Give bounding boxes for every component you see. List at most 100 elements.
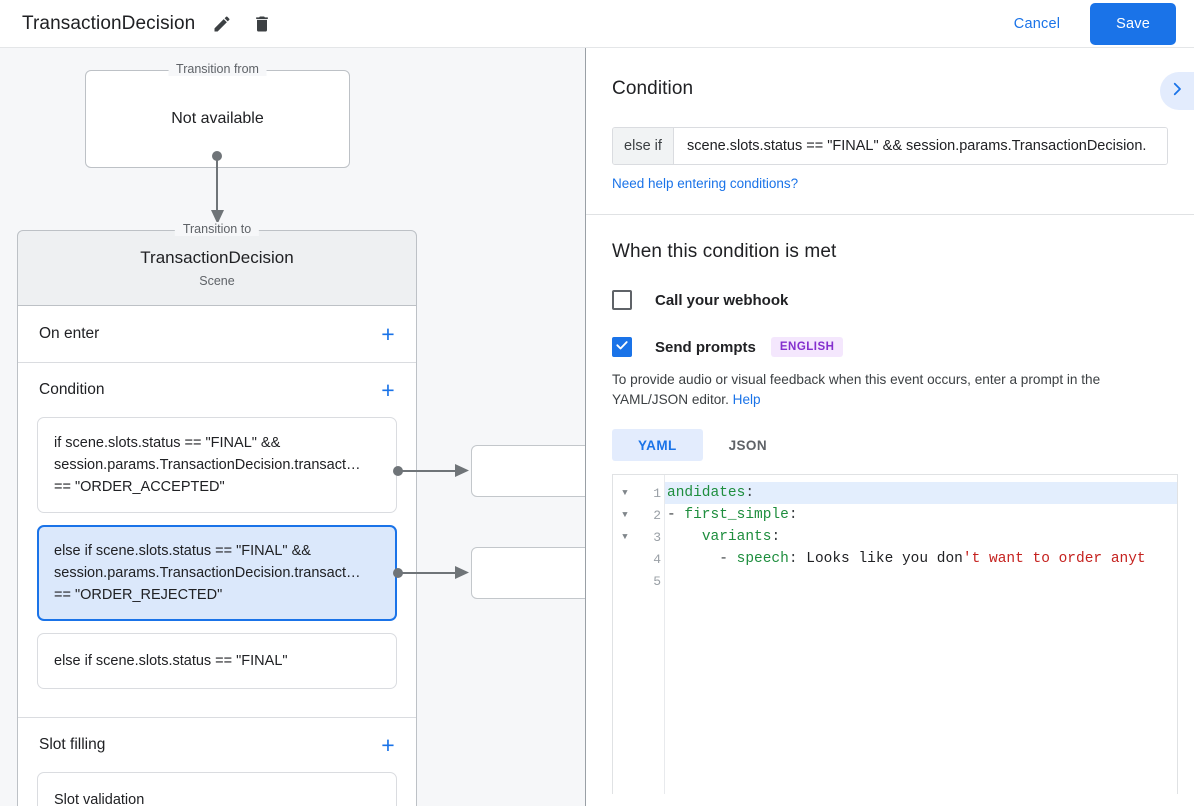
section-condition-title: Condition: [39, 381, 105, 398]
fold-arrow-icon[interactable]: ▼: [622, 488, 628, 498]
condition-details-panel: Condition else if Need help entering con…: [586, 48, 1194, 806]
editor-code-line[interactable]: [665, 570, 1177, 592]
code-token: andidates: [667, 485, 746, 501]
page-title: TransactionDecision: [22, 12, 196, 34]
code-token: :: [745, 485, 755, 501]
section-condition: Condition + if scene.slots.status == "FI…: [18, 363, 416, 718]
editor-code-line[interactable]: andidates:: [665, 482, 1177, 504]
editor-code-line[interactable]: variants:: [665, 526, 1177, 548]
add-slot-filling-button[interactable]: +: [381, 731, 395, 758]
panel-body: When this condition is met Call your web…: [586, 215, 1194, 794]
condition-card[interactable]: if scene.slots.status == "FINAL" && sess…: [37, 417, 397, 513]
editor-line-number-row: ▼1: [613, 482, 664, 504]
connector-line-condition-1: [398, 470, 460, 472]
transition-to-subtitle: Scene: [199, 274, 235, 288]
save-button[interactable]: Save: [1090, 2, 1176, 45]
editor-code-line[interactable]: - first_simple:: [665, 504, 1177, 526]
delete-button[interactable]: [249, 11, 275, 37]
call-webhook-label: Call your webhook: [655, 291, 789, 309]
panel-separator: [586, 214, 1194, 215]
editor-line-number-row: ▼3: [613, 526, 664, 548]
send-prompts-row[interactable]: Send prompts ENGLISH: [612, 337, 1168, 357]
section-on-enter-header: On enter +: [18, 306, 416, 362]
prompts-hint-text: To provide audio or visual feedback when…: [612, 372, 1101, 407]
tab-yaml[interactable]: YAML: [612, 429, 703, 461]
language-badge: ENGLISH: [770, 337, 844, 357]
code-token: -: [667, 551, 737, 567]
pencil-icon: [212, 14, 232, 34]
section-on-enter: On enter +: [18, 306, 416, 363]
editor-line-number: 2: [653, 507, 661, 523]
section-on-enter-title: On enter: [39, 325, 100, 342]
fold-arrow-icon[interactable]: ▼: [622, 532, 628, 542]
trash-icon: [252, 14, 272, 34]
checkmark-icon: [615, 338, 629, 357]
cancel-button[interactable]: Cancel: [1000, 8, 1074, 40]
section-condition-header: Condition +: [18, 363, 416, 417]
connector-line-condition-2: [398, 572, 460, 574]
section-slot-filling-header: Slot filling +: [18, 718, 416, 772]
condition-input-row[interactable]: else if: [612, 127, 1168, 165]
add-condition-button[interactable]: +: [381, 376, 395, 403]
editor-line-number-row: ▼2: [613, 504, 664, 526]
transition-to-title: TransactionDecision: [140, 248, 294, 267]
slot-validation-card[interactable]: Slot validation: [37, 772, 397, 806]
send-prompts-label: Send prompts: [655, 338, 756, 356]
code-token: :: [788, 551, 807, 567]
code-token: speech: [736, 551, 789, 567]
code-token: first_simple: [684, 507, 789, 523]
editor-line-number: 4: [653, 551, 661, 567]
condition-card[interactable]: else if scene.slots.status == "FINAL": [37, 633, 397, 689]
editor-code-area[interactable]: andidates:- first_simple: variants: - sp…: [665, 475, 1177, 794]
chevron-right-icon: [1168, 80, 1186, 103]
arrow-head-condition-1: [455, 464, 469, 477]
panel-heading: Condition: [612, 78, 694, 99]
transition-target-box[interactable]: [471, 445, 586, 497]
scene-graph-canvas[interactable]: Transition from Not available Transition…: [0, 48, 586, 806]
webhook-row[interactable]: Call your webhook: [612, 290, 1168, 310]
condition-card-selected[interactable]: else if scene.slots.status == "FINAL" &&…: [37, 525, 397, 621]
condition-prefix-label: else if: [613, 128, 674, 164]
transition-from-legend: Transition from: [168, 62, 267, 76]
code-token: -: [667, 507, 685, 523]
editor-code-line[interactable]: - speech: Looks like you don't want to o…: [665, 548, 1177, 570]
arrow-head-down: [211, 210, 224, 224]
condition-expression-input[interactable]: [674, 128, 1167, 164]
code-token: 't want to order anyt: [962, 551, 1146, 567]
collapse-panel-button[interactable]: [1160, 72, 1194, 110]
code-token: :: [771, 529, 781, 545]
transition-to-legend: Transition to: [174, 222, 260, 236]
add-on-enter-button[interactable]: +: [381, 320, 395, 347]
editor-line-number-row: 5: [613, 570, 664, 592]
section-slot-filling-title: Slot filling: [39, 736, 106, 753]
code-token: Looks like you don: [806, 551, 963, 567]
prompts-hint: To provide audio or visual feedback when…: [612, 370, 1168, 410]
editor-line-number: 1: [653, 485, 661, 501]
transition-from-value: Not available: [171, 110, 264, 127]
editor-line-number: 3: [653, 529, 661, 545]
condition-help-link[interactable]: Need help entering conditions?: [612, 176, 799, 191]
top-bar: TransactionDecision Cancel Save: [0, 0, 1194, 48]
transition-target-box[interactable]: [471, 547, 586, 599]
arrow-head-condition-2: [455, 566, 469, 579]
panel-header-area: Condition else if Need help entering con…: [586, 48, 1194, 215]
editor-line-number: 5: [653, 573, 661, 589]
call-webhook-checkbox[interactable]: [612, 290, 632, 310]
connector-line-down: [216, 156, 218, 218]
editor-format-tabs: YAML JSON: [612, 429, 1168, 461]
transition-to-node[interactable]: Transition to TransactionDecision Scene: [17, 222, 417, 306]
code-token: variants: [701, 529, 772, 545]
code-token: :: [788, 507, 798, 523]
send-prompts-checkbox[interactable]: [612, 337, 632, 357]
panel-divider: [585, 48, 586, 806]
fold-arrow-icon[interactable]: ▼: [622, 510, 628, 520]
tab-json[interactable]: JSON: [728, 437, 767, 453]
section-slot-filling: Slot filling + Slot validation: [18, 718, 416, 806]
edit-name-button[interactable]: [209, 11, 235, 37]
prompts-help-link[interactable]: Help: [732, 392, 761, 407]
scene-sections: On enter + Condition + if scene.slots.st…: [17, 306, 417, 806]
when-condition-met-heading: When this condition is met: [612, 241, 837, 262]
editor-line-number-row: 4: [613, 548, 664, 570]
